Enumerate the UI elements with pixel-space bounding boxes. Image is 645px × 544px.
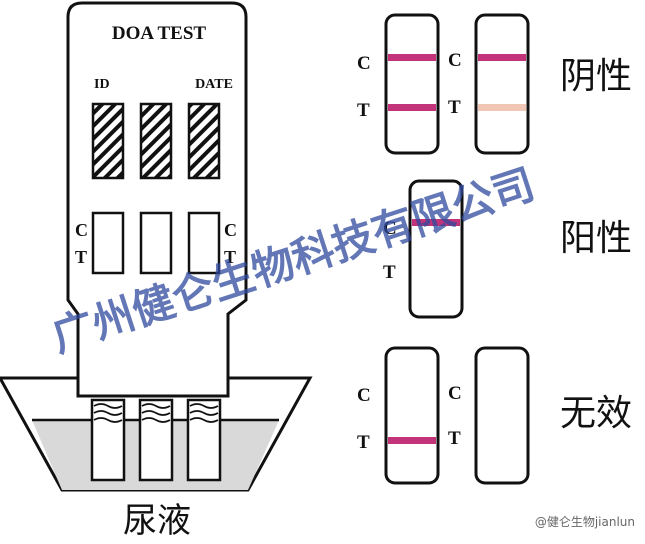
negative-label: 阴性 xyxy=(560,56,632,97)
device-c-label-left: C xyxy=(75,220,88,240)
hatch-pad-3 xyxy=(187,102,221,180)
cassette-positive xyxy=(408,179,464,319)
result-t-label: T xyxy=(448,428,461,449)
urine-label: 尿液 xyxy=(123,501,191,540)
hatch-pad-1 xyxy=(91,102,125,180)
result-c-label: C xyxy=(448,50,462,71)
result-window-3 xyxy=(187,211,221,275)
c-line xyxy=(412,219,460,226)
device-t-label-right: T xyxy=(224,247,236,267)
result-t-label: T xyxy=(383,262,396,283)
id-label: ID xyxy=(94,77,110,92)
positive-label: 阳性 xyxy=(560,218,632,259)
c-line xyxy=(388,54,436,61)
result-t-label: T xyxy=(448,97,461,118)
device-c-label-right: C xyxy=(224,220,237,240)
invalid-example: C T C T 无效 xyxy=(357,346,632,485)
date-label: DATE xyxy=(195,77,233,92)
result-window-1 xyxy=(91,211,125,275)
result-window-2 xyxy=(139,211,173,275)
cassette-invalid-2 xyxy=(474,346,530,485)
hatch-pad-2 xyxy=(139,102,173,180)
test-strip-1 xyxy=(90,398,126,482)
t-line xyxy=(388,437,436,444)
c-line xyxy=(478,54,526,61)
device-t-label-left: T xyxy=(75,247,87,267)
result-c-label: C xyxy=(448,383,462,404)
test-device: DOA TEST ID DATE C T C T xyxy=(66,1,248,482)
t-line-faint xyxy=(478,104,526,111)
negative-example: C T C T 阴性 xyxy=(357,13,632,155)
test-strip-3 xyxy=(186,398,222,482)
cassette-negative-2 xyxy=(474,13,530,155)
result-t-label: T xyxy=(357,100,370,121)
result-t-label: T xyxy=(357,432,370,453)
footer-credit: @健仑生物jianlun xyxy=(534,515,635,529)
result-c-label: C xyxy=(357,385,371,406)
cassette-invalid-1 xyxy=(384,346,440,485)
positive-example: C T 阳性 xyxy=(383,179,632,319)
result-c-label: C xyxy=(383,218,397,239)
test-strip-2 xyxy=(138,398,174,482)
t-line xyxy=(388,104,436,111)
invalid-label: 无效 xyxy=(560,393,632,434)
device-title: DOA TEST xyxy=(112,23,206,44)
cassette-negative-1 xyxy=(384,13,440,155)
result-c-label: C xyxy=(357,53,371,74)
